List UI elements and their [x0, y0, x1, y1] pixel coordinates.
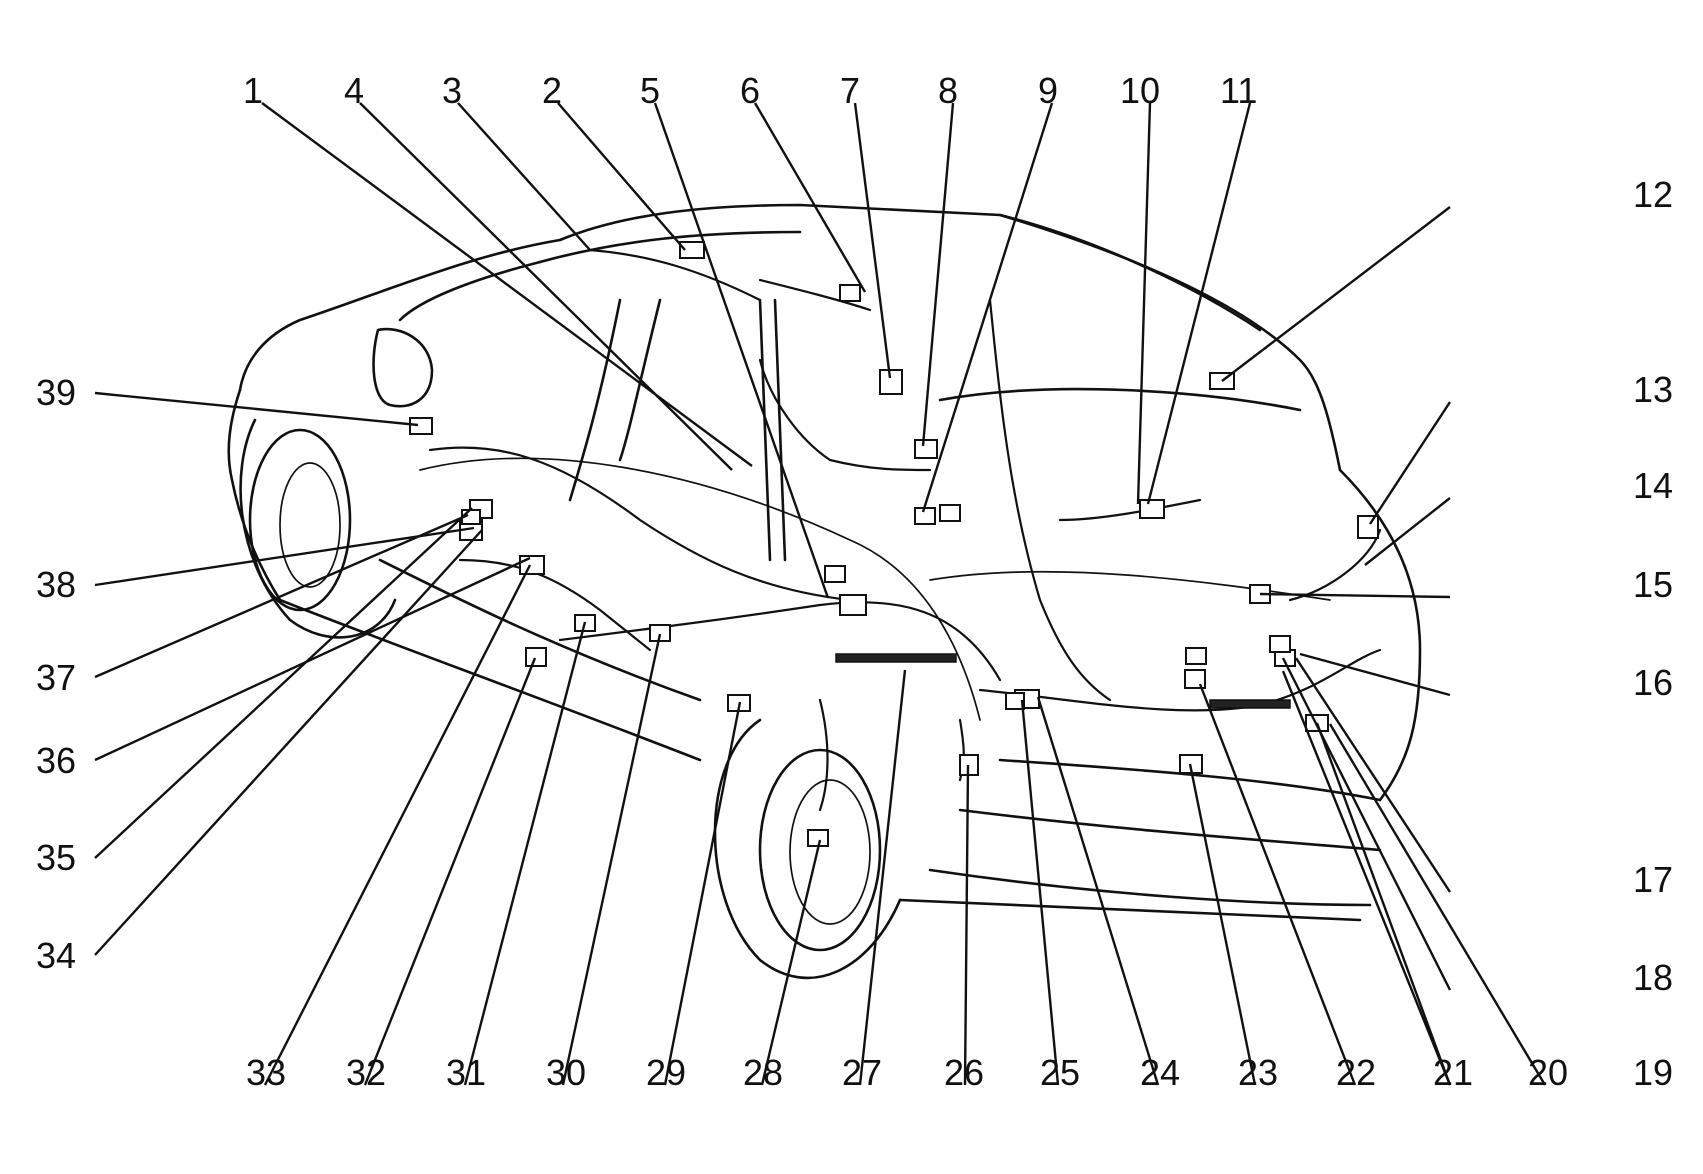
callout-2: 2 — [542, 70, 562, 111]
connector — [1139, 499, 1165, 519]
callout-19: 19 — [1633, 1052, 1673, 1093]
callouts-right: 12 13 14 15 16 17 18 19 — [1633, 174, 1673, 1093]
callout-32: 32 — [346, 1052, 386, 1093]
connector — [914, 439, 938, 459]
connector — [839, 284, 861, 302]
connector — [1005, 692, 1025, 710]
callout-6: 6 — [740, 70, 760, 111]
callout-11: 11 — [1220, 70, 1257, 111]
callout-31: 31 — [446, 1052, 486, 1093]
connector — [824, 565, 846, 583]
connector — [879, 369, 903, 395]
vehicle-body — [227, 203, 1422, 980]
callout-39: 39 — [36, 372, 76, 413]
callout-26: 26 — [944, 1052, 984, 1093]
connector — [839, 594, 867, 616]
callouts-top: 1 4 3 2 5 6 7 8 9 10 11 — [243, 70, 1257, 111]
callout-37: 37 — [36, 657, 76, 698]
connector — [519, 555, 545, 575]
callout-33: 33 — [246, 1052, 286, 1093]
callout-29: 29 — [646, 1052, 686, 1093]
connector — [939, 504, 961, 522]
callout-27: 27 — [842, 1052, 882, 1093]
callout-24: 24 — [1140, 1052, 1180, 1093]
callout-17: 17 — [1633, 859, 1673, 900]
callout-13: 13 — [1633, 369, 1673, 410]
callout-3: 3 — [442, 70, 462, 111]
connector — [649, 624, 671, 642]
callout-12: 12 — [1633, 174, 1673, 215]
connector — [525, 647, 547, 667]
connectors — [409, 241, 1379, 847]
callout-20: 20 — [1528, 1052, 1568, 1093]
connector — [914, 507, 936, 525]
connector — [1357, 515, 1379, 539]
connector-block — [1209, 699, 1291, 709]
callout-30: 30 — [546, 1052, 586, 1093]
callout-8: 8 — [938, 70, 958, 111]
callout-7: 7 — [840, 70, 860, 111]
callout-21: 21 — [1433, 1052, 1473, 1093]
callouts-left: 34 35 36 37 38 39 — [36, 372, 76, 976]
callout-23: 23 — [1238, 1052, 1278, 1093]
callout-25: 25 — [1040, 1052, 1080, 1093]
callout-5: 5 — [640, 70, 660, 111]
callout-18: 18 — [1633, 957, 1673, 998]
callout-10: 10 — [1120, 70, 1160, 111]
callout-14: 14 — [1633, 465, 1673, 506]
connector-block — [835, 653, 957, 663]
callout-9: 9 — [1038, 70, 1058, 111]
callouts-bottom: 20 21 22 23 24 25 26 27 28 29 30 31 32 3… — [246, 1052, 1568, 1093]
callout-4: 4 — [344, 70, 364, 111]
leader-lines — [94, 102, 1547, 1086]
connector — [1184, 669, 1206, 689]
callout-28: 28 — [743, 1052, 783, 1093]
callout-36: 36 — [36, 740, 76, 781]
connector — [1269, 635, 1291, 653]
callout-34: 34 — [36, 935, 76, 976]
connector — [1185, 647, 1207, 665]
callout-38: 38 — [36, 564, 76, 605]
connector — [409, 417, 433, 435]
callout-35: 35 — [36, 837, 76, 878]
connector — [679, 241, 705, 259]
callout-16: 16 — [1633, 662, 1673, 703]
callout-15: 15 — [1633, 564, 1673, 605]
callout-1: 1 — [243, 70, 263, 111]
callout-22: 22 — [1336, 1052, 1376, 1093]
wiring-harness — [428, 248, 1382, 812]
